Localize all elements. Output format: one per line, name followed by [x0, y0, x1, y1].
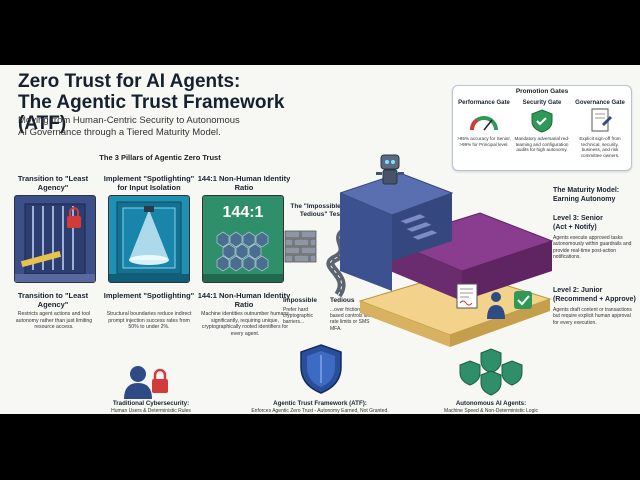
subtitle: Moving from Human-Centric Security to Au…	[18, 115, 318, 139]
agent-network-icon	[459, 348, 523, 396]
lock-icon	[15, 203, 95, 282]
gauge-icon	[470, 116, 498, 131]
autonomous-title: Autonomous AI Agents:	[455, 400, 527, 407]
performance-gate-desc: >95% accuracy for Senior, >99% for Princ…	[457, 136, 511, 147]
shield-check-icon	[531, 109, 553, 133]
shield-icon	[300, 344, 342, 394]
infographic-canvas: Zero Trust for AI Agents: The Agentic Tr…	[0, 65, 640, 414]
tedious-label: Tedious	[330, 297, 355, 304]
promotion-gates-panel: Promotion Gates Performance Gate >95% ac…	[452, 85, 632, 171]
title-line-2: The Agentic Trust Framework (ATF)	[18, 92, 285, 134]
governance-gate-title: Governance Gate	[575, 100, 625, 106]
maturity-heading-line-2: Earning Autonomy	[553, 195, 616, 203]
title-line-1: Zero Trust for AI Agents:	[18, 71, 241, 92]
signed-document-icon	[591, 108, 612, 132]
robot-icon	[376, 154, 404, 185]
maturity-staircase	[340, 172, 554, 347]
signed-document-icon	[456, 283, 478, 309]
subtitle-line-1: Moving from Human-Centric Security to Au…	[18, 115, 240, 126]
ratio-label: 144:1	[222, 204, 264, 221]
performance-gate-title: Performance Gate	[458, 100, 510, 106]
promotion-gates-heading: Promotion Gates	[515, 88, 569, 95]
pillar-2-name: Implement "Spotlighting"	[103, 291, 195, 300]
pillar-3-desc: Machine identities outnumber humans sign…	[201, 311, 289, 337]
pillar-3-panel: 144:1	[202, 195, 284, 283]
pillar-2-top-label: Implement "Spotlighting" for Input Isola…	[103, 174, 195, 192]
person-icon	[487, 292, 505, 319]
check-icon	[514, 291, 532, 309]
security-gate-title: Security Gate	[522, 100, 562, 106]
level-3-title: Level 3: Senior (Act + Notify)	[553, 215, 639, 232]
identity-grid-icon	[203, 231, 283, 282]
pillar-1-desc: Restricts agent actions and tool autonom…	[15, 311, 93, 331]
traditional-title: Traditional Cybersecurity:	[112, 400, 190, 407]
pillar-3-top-label: 144:1 Non-Human Identity Ratio	[197, 174, 291, 192]
pillar-1-panel	[14, 195, 96, 283]
level-2-desc: Agents draft content or transactions but…	[553, 307, 632, 326]
level-3-title-line-1: Level 3: Senior	[553, 215, 603, 222]
level-2-title-line-1: Level 2: Junior	[553, 287, 603, 294]
impossible-desc: Prefer hard cryptographic barriers...	[283, 307, 314, 326]
level-3-desc: Agents execute approved tasks autonomous…	[553, 235, 632, 260]
pillar-1-top-label: Transition to "Least Agency"	[17, 174, 89, 192]
governance-gate-desc: Explicit sign-off from technical, securi…	[579, 136, 621, 158]
tedious-desc: ...over friction-based controls like rat…	[330, 307, 372, 332]
autonomous-desc: Machine Speed & Non-Deterministic Logic	[444, 408, 538, 414]
level-2-title: Level 2: Junior (Recommend + Approve)	[553, 287, 639, 304]
atf-desc: Enforces Agentic Zero Trust - Autonomy E…	[251, 408, 389, 414]
security-gate-desc: Mandatory adversarial red-teaming and co…	[514, 136, 570, 153]
pillar-1-name: Transition to "Least Agency"	[17, 291, 89, 309]
level-3-title-line-2: (Act + Notify)	[553, 223, 597, 231]
traditional-desc: Human Users & Deterministic Rules	[111, 408, 191, 414]
brick-wall-icon	[284, 230, 317, 263]
pillar-2-panel	[108, 195, 190, 283]
person-icon	[124, 366, 168, 399]
pillar-3-name: 144:1 Non-Human Identity Ratio	[197, 291, 291, 309]
atf-title: Agentic Trust Framework (ATF):	[273, 400, 367, 407]
maturity-heading: The Maturity Model: Earning Autonomy	[553, 187, 639, 204]
impossible-label: Impossible	[283, 297, 317, 304]
maturity-heading-line-1: The Maturity Model:	[553, 187, 620, 194]
test-heading: The "Impossible vs. Tedious" Test	[290, 203, 352, 218]
subtitle-line-2: AI Governance through a Tiered Maturity …	[18, 127, 221, 138]
pillar-2-desc: Structural boundaries reduce indirect pr…	[106, 311, 192, 331]
page-title: Zero Trust for AI Agents: The Agentic Tr…	[18, 71, 318, 134]
pillars-heading: The 3 Pillars of Agentic Zero Trust	[99, 153, 221, 162]
spotlight-icon	[109, 201, 189, 282]
level-2-title-line-2: (Recommend + Approve)	[553, 295, 636, 303]
